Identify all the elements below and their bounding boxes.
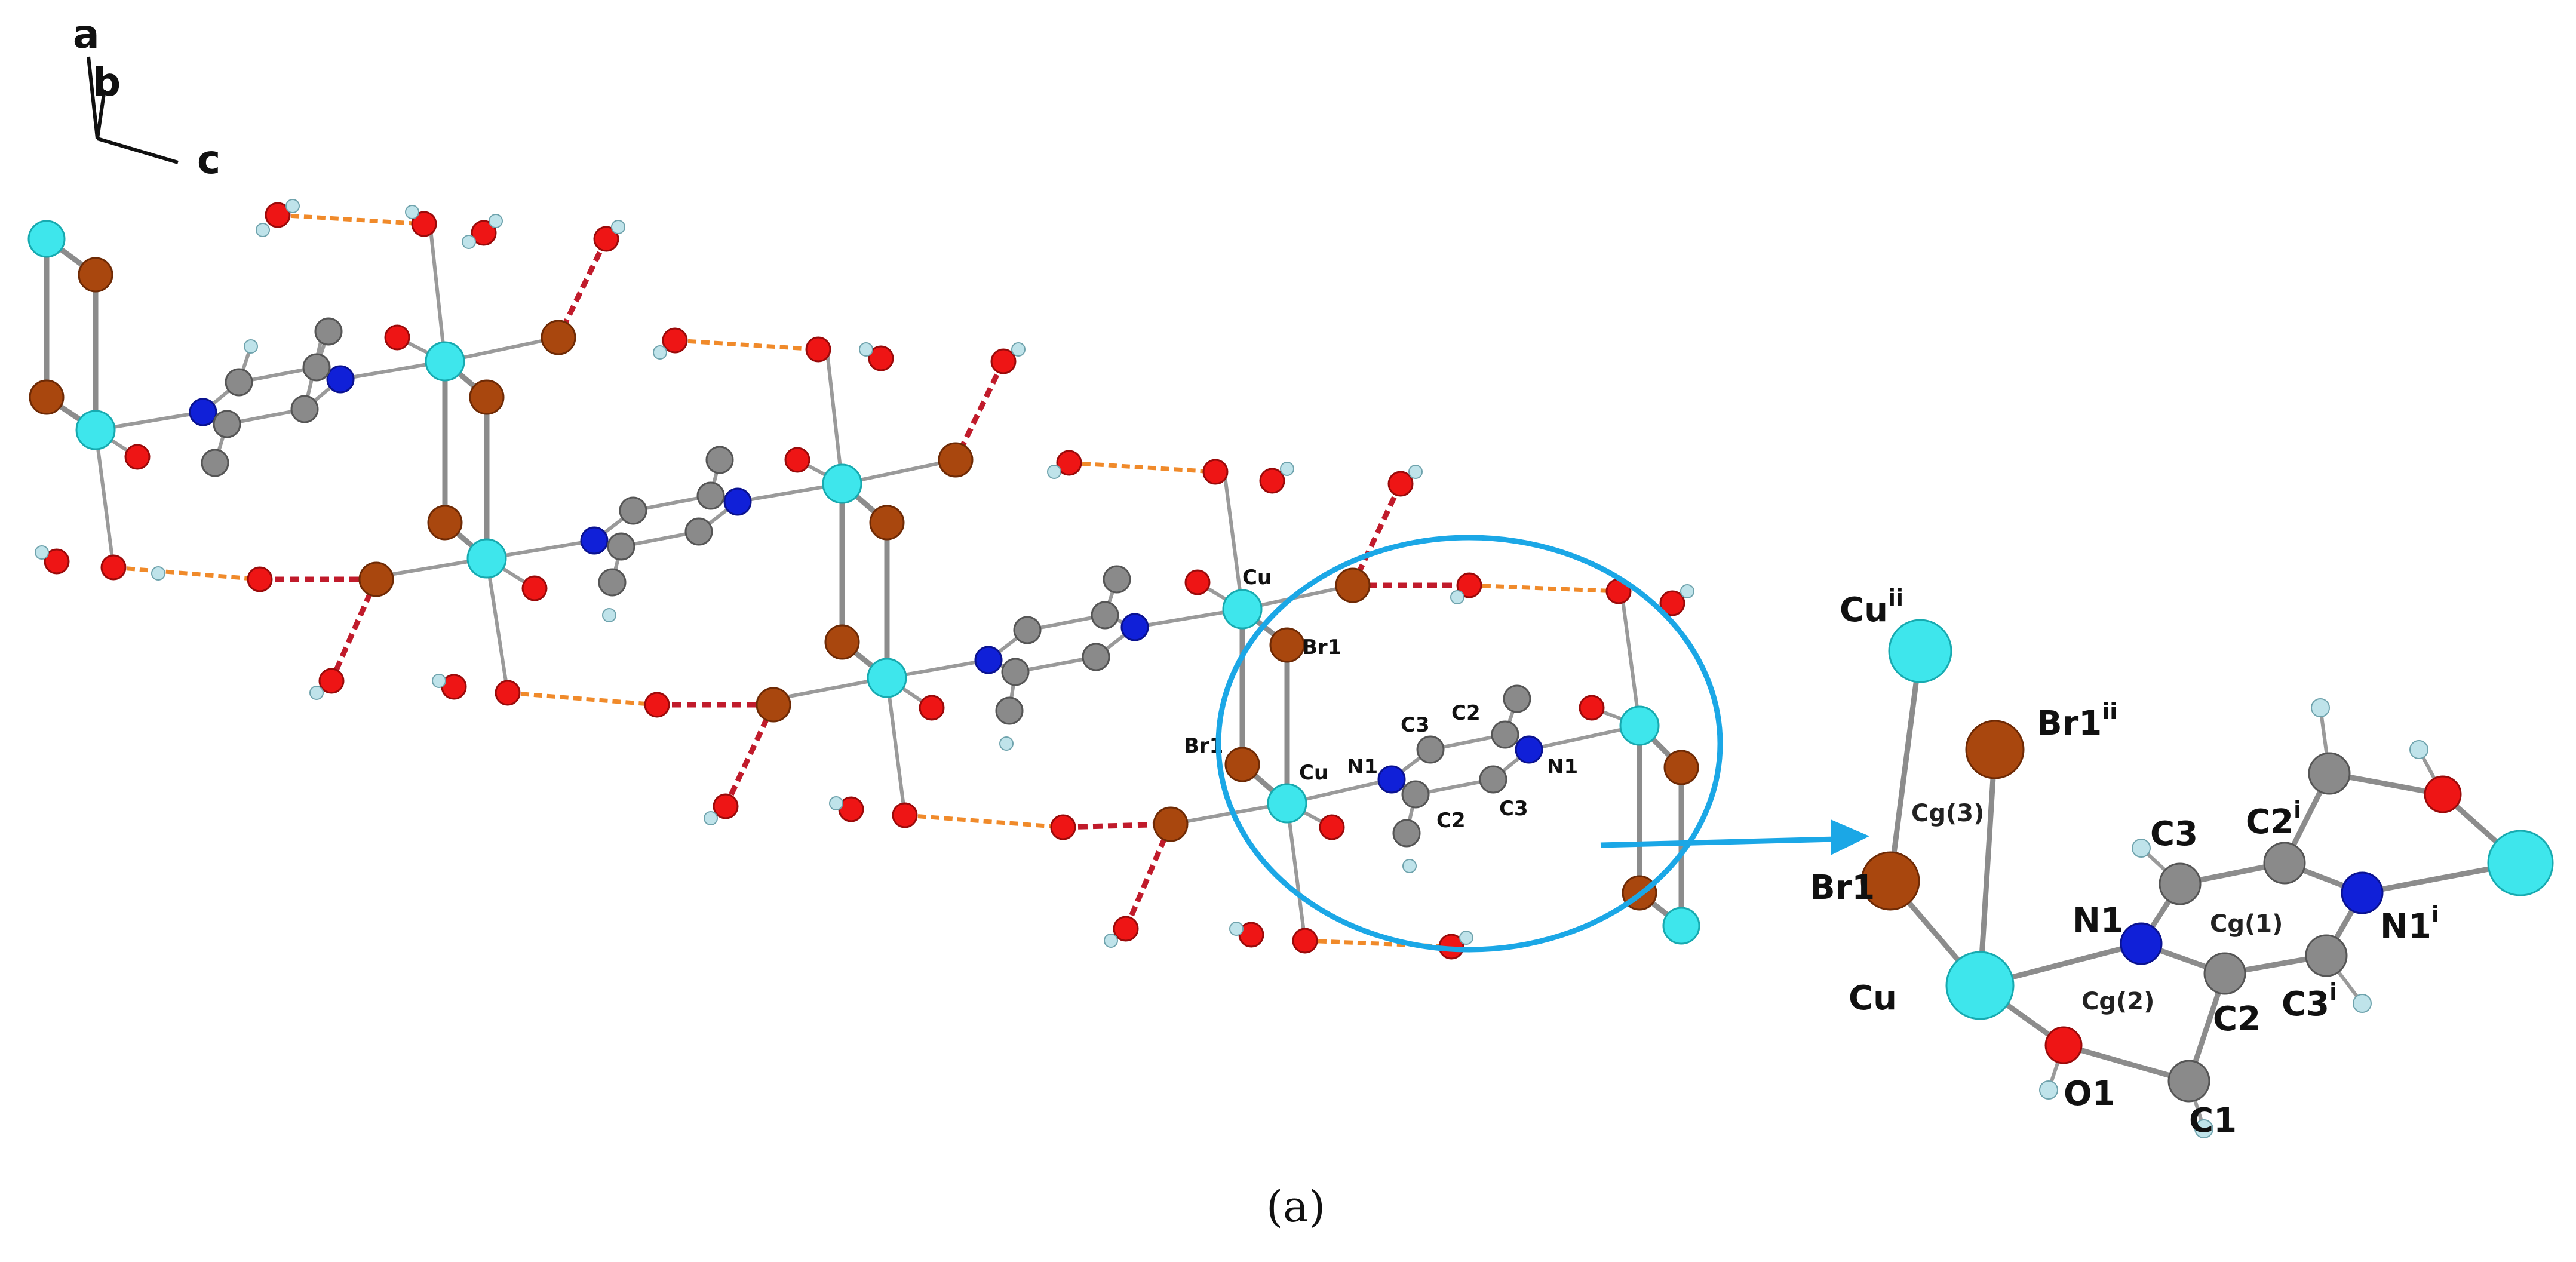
atom-cu-ii (1888, 619, 1952, 683)
label-c3: C3 (2150, 815, 2198, 853)
coordination-bonds (94, 222, 1641, 942)
label-n1-left: N1 (1347, 755, 1378, 779)
atom-o1 (2044, 1026, 2083, 1064)
detail-view: Cuii Br1ii Br1 Cu N1 C3 C2i N1i C3i C2 C… (1810, 585, 2554, 1140)
oxygen-atoms (44, 202, 1685, 960)
label-c2-i: C2i (2246, 797, 2301, 842)
carbon-atoms (201, 317, 1531, 848)
label-c2-bottom: C2 (1436, 809, 1466, 833)
axis-label-c: c (197, 137, 220, 183)
atom-c-methylene (2308, 752, 2351, 795)
figure-caption: (a) (1266, 1181, 1325, 1232)
atom-c2-i (2263, 842, 2306, 885)
label-n1: N1 (2073, 901, 2124, 940)
atom-c3-i (2305, 934, 2348, 977)
hydrogen-bonds (113, 213, 1619, 949)
label-n1-i: N1i (2380, 901, 2439, 946)
label-cu-bottom: Cu (1299, 761, 1328, 785)
atom-cu (1945, 951, 2015, 1020)
hydrogen-atoms (35, 199, 1694, 948)
label-br1-right: Br1 (1302, 635, 1341, 659)
polymer-chain: Cu Br1 Br1 Cu N1 N1 C3 C2 C2 C3 (27, 199, 1700, 960)
atom-br1 (1860, 851, 1920, 911)
highlight-callout (1215, 535, 1869, 953)
label-c3-bottom: C3 (1499, 797, 1528, 821)
axis-label-a: a (73, 11, 100, 57)
label-cu-ii: Cuii (1840, 585, 1903, 630)
label-br1-ii: Br1ii (2037, 698, 2117, 743)
atom-br1-ii (1965, 720, 2025, 779)
label-c2-top: C2 (1451, 701, 1481, 725)
atom-cu-right (2487, 830, 2554, 896)
detail-labels: Cuii Br1ii Br1 Cu N1 C3 C2i N1i C3i C2 C… (1810, 585, 2439, 1140)
label-c2: C2 (2213, 1000, 2261, 1039)
atom-c3 (2159, 862, 2202, 905)
label-cu: Cu (1849, 979, 1897, 1018)
label-n1-right: N1 (1547, 755, 1578, 779)
label-c1: C1 (2189, 1101, 2237, 1140)
label-br1: Br1 (1810, 868, 1875, 907)
label-cg3: Cg(3) (1911, 800, 1984, 827)
axis-label-b: b (93, 59, 121, 105)
atom-c2 (2203, 952, 2246, 995)
label-c3-i: C3i (2282, 979, 2337, 1024)
axis-indicator: a b c (73, 11, 220, 183)
atom-o-right (2424, 775, 2462, 813)
label-cu-top: Cu (1242, 566, 1272, 589)
nitrogen-atoms (189, 365, 1543, 794)
label-cg1: Cg(1) (2210, 910, 2283, 938)
label-cg2: Cg(2) (2081, 988, 2154, 1015)
pyrazine-rings (199, 330, 1533, 835)
atom-n1 (2120, 922, 2163, 965)
atom-n1-i (2341, 871, 2384, 914)
label-o1: O1 (2064, 1074, 2116, 1113)
copper-atoms (27, 220, 1700, 945)
atom-c1 (2167, 1060, 2210, 1103)
label-c3-top: C3 (1401, 713, 1430, 737)
